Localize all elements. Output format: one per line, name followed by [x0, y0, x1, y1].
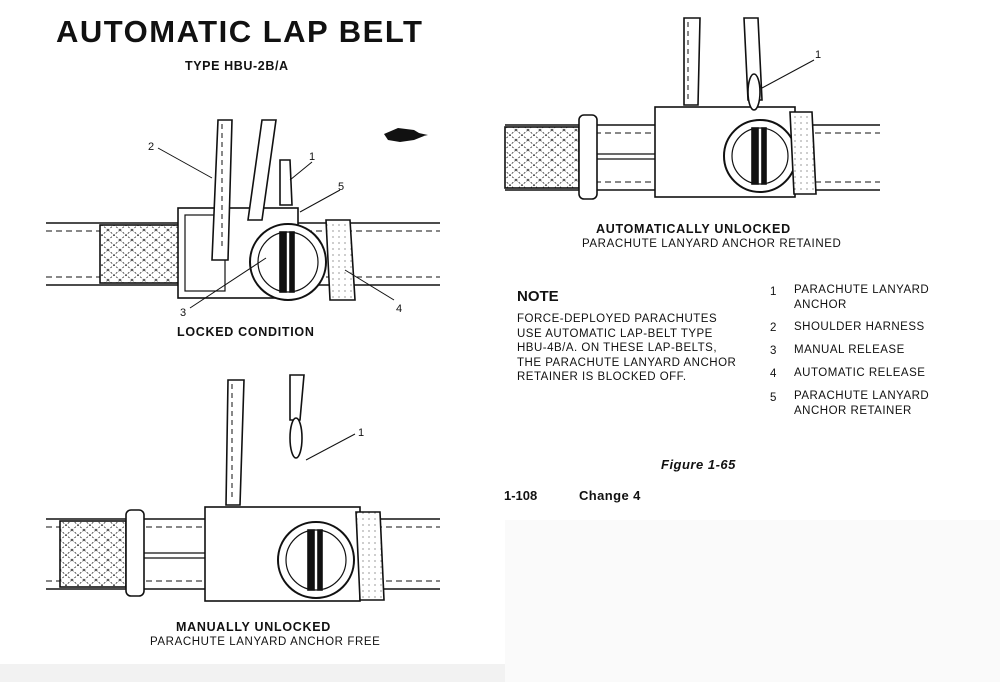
- manually-unlocked-drawing: [46, 374, 440, 602]
- auto-caption: AUTOMATICALLY UNLOCKED: [596, 222, 791, 236]
- callout-3: 3: [180, 307, 186, 319]
- callout-1: 1: [309, 151, 315, 163]
- legend-number: 3: [770, 345, 777, 357]
- scan-margin: [505, 520, 1000, 682]
- manual-subcaption: PARACHUTE LANYARD ANCHOR FREE: [150, 636, 381, 648]
- legend-item-text: SHOULDER HARNESS: [794, 321, 925, 333]
- legend-number: 5: [770, 392, 777, 404]
- note-heading: NOTE: [517, 288, 559, 305]
- callout-1: 1: [815, 49, 821, 61]
- note-text: FORCE-DEPLOYED PARACHUTES USE AUTOMATIC …: [517, 313, 737, 384]
- callout-2: 2: [148, 141, 154, 153]
- callout-4: 4: [396, 303, 402, 315]
- figure-label: Figure 1-65: [661, 457, 736, 472]
- automatically-unlocked-drawing: [504, 17, 880, 200]
- legend-item-text: PARACHUTE LANYARD ANCHOR: [794, 284, 930, 311]
- auto-subcaption: PARACHUTE LANYARD ANCHOR RETAINED: [582, 238, 842, 250]
- legend-number: 4: [770, 368, 777, 380]
- legend-item-text: MANUAL RELEASE: [794, 344, 905, 356]
- legend-number: 2: [770, 322, 777, 334]
- page-subtitle: TYPE HBU-2B/A: [185, 59, 289, 73]
- legend-number: 1: [770, 286, 777, 298]
- locked-condition-drawing: [46, 119, 440, 309]
- change-label: Change 4: [579, 488, 641, 503]
- legend-item-text: AUTOMATIC RELEASE: [794, 367, 926, 379]
- callout-1: 1: [358, 427, 364, 439]
- page-title: AUTOMATIC LAP BELT: [56, 14, 424, 49]
- manual-caption: MANUALLY UNLOCKED: [176, 620, 331, 634]
- pointing-hand-icon: [384, 128, 428, 142]
- page-number: 1-108: [504, 488, 538, 503]
- locked-caption: LOCKED CONDITION: [177, 325, 315, 339]
- callout-5: 5: [338, 181, 344, 193]
- scan-margin: [0, 664, 505, 682]
- legend-item-text: PARACHUTE LANYARD ANCHOR RETAINER: [794, 390, 930, 417]
